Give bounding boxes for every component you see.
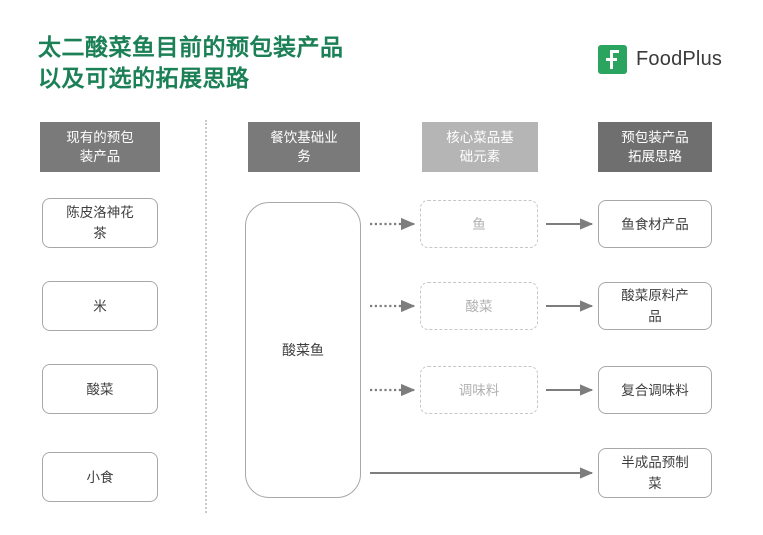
existing-product-node: 陈皮洛神花 茶	[42, 198, 158, 248]
page-title: 太二酸菜鱼目前的预包装产品 以及可选的拓展思路	[38, 34, 344, 91]
core-element-node: 酸菜	[420, 282, 538, 330]
expansion-idea-node: 半成品预制 菜	[598, 448, 712, 498]
core-element-node: 鱼	[420, 200, 538, 248]
column-header-base-biz: 餐饮基础业 务	[248, 122, 360, 172]
expansion-idea-node: 复合调味料	[598, 366, 712, 414]
base-business-node: 酸菜鱼	[245, 202, 361, 498]
core-element-node: 调味料	[420, 366, 538, 414]
existing-product-node: 米	[42, 281, 158, 331]
expansion-idea-node: 酸菜原料产 品	[598, 282, 712, 330]
brand-logo: FoodPlus	[598, 45, 722, 74]
column-header-existing: 现有的预包 装产品	[40, 122, 160, 172]
brand-name: FoodPlus	[636, 48, 723, 70]
section-divider	[205, 120, 207, 513]
column-header-core-elem: 核心菜品基 础元素	[422, 122, 538, 172]
column-header-expansion: 预包装产品 拓展思路	[598, 122, 712, 172]
existing-product-node: 酸菜	[42, 364, 158, 414]
foodplus-logo-icon	[598, 45, 627, 74]
expansion-idea-node: 鱼食材产品	[598, 200, 712, 248]
existing-product-node: 小食	[42, 452, 158, 502]
